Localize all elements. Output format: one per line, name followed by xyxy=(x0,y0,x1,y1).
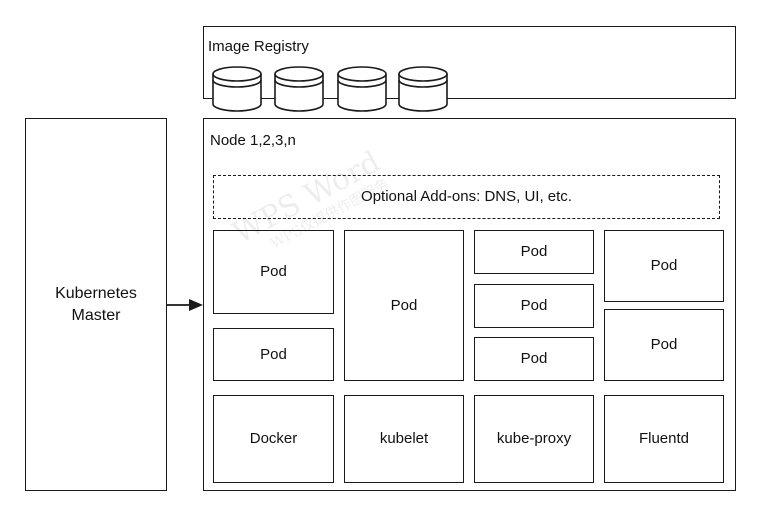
pod-box: Pod xyxy=(474,284,594,328)
pod-box: Pod xyxy=(474,337,594,381)
pod-label: Pod xyxy=(520,243,548,260)
pod-label: Pod xyxy=(260,263,287,280)
optional-addons-box: Optional Add-ons: DNS, UI, etc. xyxy=(213,175,720,219)
kubelet-box: kubelet xyxy=(344,395,464,483)
optional-addons-label: Optional Add-ons: DNS, UI, etc. xyxy=(361,188,572,205)
kube-proxy-box: kube-proxy xyxy=(474,395,594,483)
master-label-line1: Kubernetes xyxy=(55,284,137,302)
pod-box: Pod xyxy=(604,230,724,302)
kubernetes-master-box: Kubernetes Master xyxy=(25,118,167,491)
docker-label: Docker xyxy=(249,430,298,447)
docker-box: Docker xyxy=(213,395,334,483)
pod-box: Pod xyxy=(213,328,334,381)
pod-box: Pod xyxy=(604,309,724,381)
pod-box: Pod xyxy=(344,230,464,381)
image-registry-title: Image Registry xyxy=(208,38,309,55)
pod-label: Pod xyxy=(260,345,287,363)
fluentd-label: Fluentd xyxy=(638,430,690,447)
fluentd-box: Fluentd xyxy=(604,395,724,483)
master-label-line2: Master xyxy=(71,306,121,324)
node-title: Node 1,2,3,n xyxy=(210,132,296,149)
kubelet-label: kubelet xyxy=(379,430,429,447)
image-registry-box: Image Registry xyxy=(203,26,736,99)
pod-label: Pod xyxy=(650,257,678,274)
pod-label: Pod xyxy=(390,296,418,314)
pod-box: Pod xyxy=(474,230,594,274)
pod-label: Pod xyxy=(520,297,548,314)
pod-label: Pod xyxy=(650,336,678,353)
pod-box: Pod xyxy=(213,230,334,314)
pod-label: Pod xyxy=(520,350,548,367)
kube-proxy-label: kube-proxy xyxy=(496,430,572,447)
